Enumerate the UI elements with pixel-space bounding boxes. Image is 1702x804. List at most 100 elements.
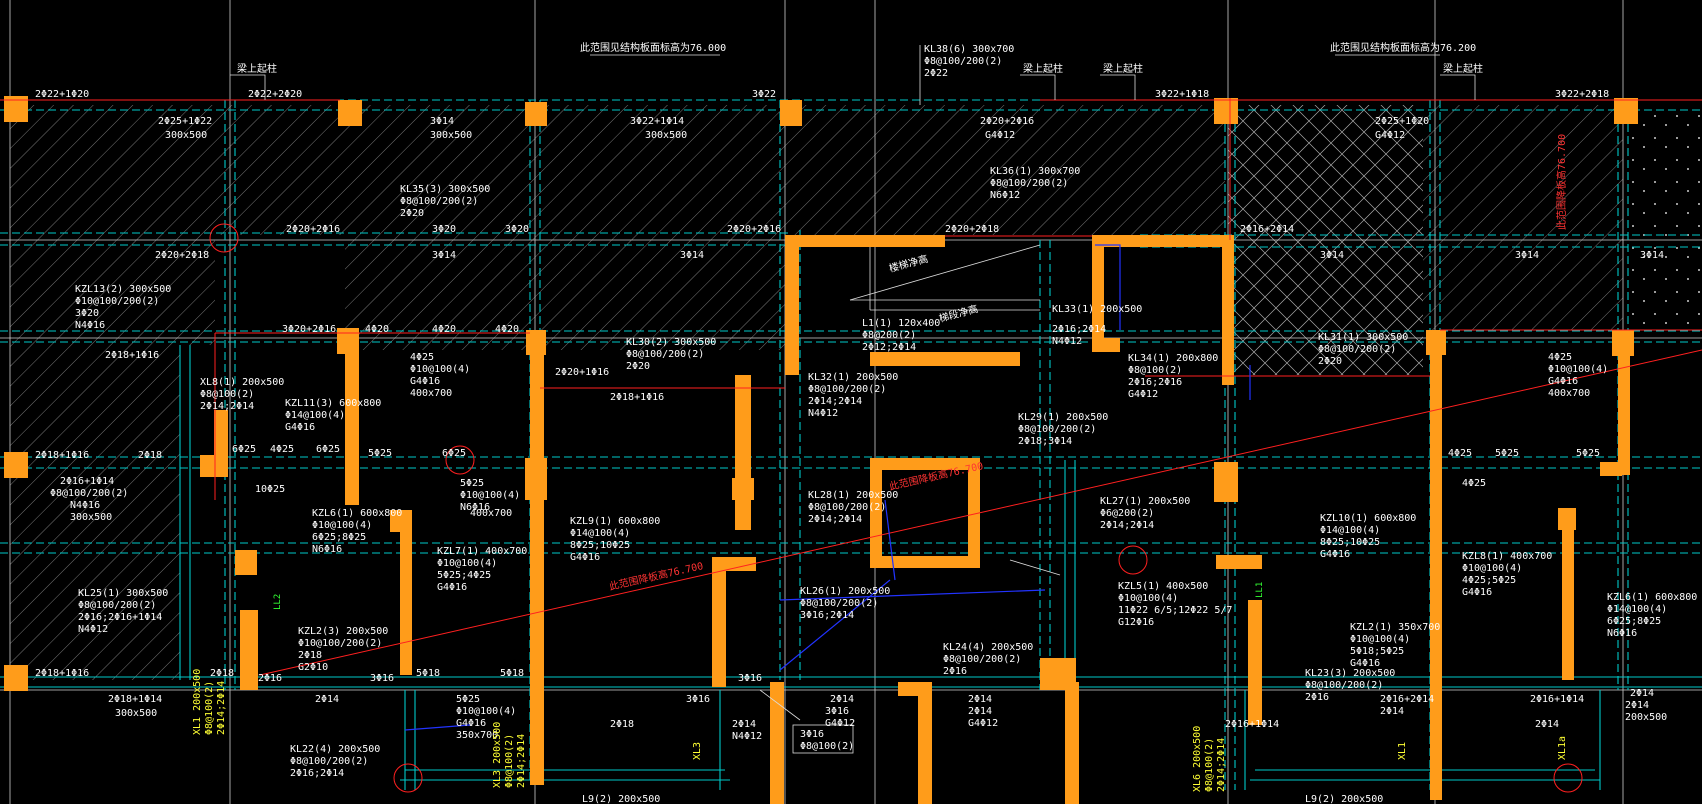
- beam-stirrup-label: G4Φ12: [1375, 130, 1405, 141]
- xl8-stirrup: Φ8@100(2): [200, 389, 254, 400]
- column-stirrup-label: Φ10@100(4): [410, 364, 470, 375]
- column: [1618, 345, 1630, 475]
- kzl11-label: KZL11(3) 600x800: [285, 398, 381, 409]
- beam-n-label: N4Φ16: [70, 500, 100, 511]
- column: [4, 665, 28, 691]
- kl22-label: KL22(4) 200x500: [290, 744, 380, 755]
- column-rebar-label: 6Φ25: [232, 444, 256, 455]
- column: [918, 682, 932, 804]
- beam-size-label: 300x500: [430, 130, 472, 141]
- column-rebar-label: 5Φ25: [460, 478, 484, 489]
- kl34-label: KL34(1) 200x800: [1128, 353, 1218, 364]
- columns: [4, 96, 1638, 804]
- stair-labels: 楼梯净高 梯段净高: [887, 252, 979, 325]
- beam-rebar-label: 2Φ16+1Φ14: [60, 476, 114, 487]
- column: [1600, 462, 1622, 476]
- beam-rebar-label: 2Φ18+1Φ16: [35, 668, 89, 679]
- beam-rebar-label: 2Φ14: [315, 694, 339, 705]
- kzl8-bars: 4Φ25;5Φ25: [1462, 575, 1516, 586]
- kl28-stirrup: Φ8@100/200(2): [808, 502, 886, 513]
- kzl6r-stirrup: Φ14@100(4): [1607, 604, 1667, 615]
- beam-stirrup-label: G4Φ12: [985, 130, 1015, 141]
- kl24-label: KL24(4) 200x500: [943, 642, 1033, 653]
- kzl13-label: KZL13(2) 300x500: [75, 284, 171, 295]
- column-rebar-label: 4Φ25: [410, 352, 434, 363]
- column: [968, 458, 980, 568]
- beam-rebar-label: 3Φ14: [430, 116, 454, 127]
- stair-note: 梯段净高: [937, 302, 979, 325]
- kl26-label: KL26(1) 200x500: [800, 586, 890, 597]
- stair-note: 楼梯净高: [887, 252, 929, 275]
- kl38-bars: 2Φ22: [924, 68, 948, 79]
- beam-rebar-label: 2Φ25+1Φ22: [158, 116, 212, 127]
- detail-lines: [230, 45, 1476, 754]
- axis-bubble: [1118, 545, 1148, 575]
- beam-rebar-label: 2Φ16+1Φ14: [1225, 719, 1279, 730]
- beam-rebar-label: 4Φ20: [495, 324, 519, 335]
- beam-rebar-label: 5Φ18: [500, 668, 524, 679]
- kzl5-bars: 11Φ22 6/5;12Φ22 5/7: [1118, 605, 1232, 616]
- note-box-stirrup: Φ8@100(2): [800, 741, 854, 752]
- beam-stirrup-label: Φ8@100/200(2): [50, 488, 128, 499]
- beam-rebar-label: 2Φ14: [1380, 706, 1404, 717]
- kzl2r-n: G4Φ16: [1350, 658, 1380, 669]
- column: [1614, 98, 1638, 124]
- kzl6r-n: N6Φ16: [1607, 628, 1637, 639]
- column-n-label: G4Φ16: [456, 718, 486, 729]
- kzl6-n: N6Φ16: [312, 544, 342, 555]
- kl25-n: N4Φ12: [78, 624, 108, 635]
- kl22-stirrup: Φ8@100/200(2): [290, 756, 368, 767]
- kl33-label: KL33(1) 200x500: [1052, 304, 1142, 315]
- column: [785, 235, 945, 247]
- beam-size-label: 300x500: [645, 130, 687, 141]
- column: [1214, 462, 1238, 502]
- ll1-label: LL1: [1255, 582, 1265, 598]
- beam-n-label: N4Φ12: [732, 731, 762, 742]
- kl31-bars: 2Φ20: [1318, 356, 1342, 367]
- beam-size-label: 200x500: [1625, 712, 1667, 723]
- kl26-bars: 3Φ16;2Φ14: [800, 610, 854, 621]
- column-n-label: G4Φ16: [1548, 376, 1578, 387]
- beam-rebar-label: 3Φ20: [432, 224, 456, 235]
- column: [1092, 235, 1232, 247]
- slab-hatch-right: [1423, 105, 1623, 330]
- column: [1558, 508, 1576, 530]
- beam-rebar-label: 4Φ20: [432, 324, 456, 335]
- beam-rebar-label: 3Φ22+2Φ18: [1555, 89, 1609, 100]
- l1-bars: 2Φ12;2Φ14: [862, 342, 916, 353]
- column: [870, 458, 980, 470]
- column-rebar-label: 5Φ25: [456, 694, 480, 705]
- red-section-lines: [0, 98, 1702, 793]
- xl1-label: XL1 200x500: [192, 669, 203, 735]
- kzl8-stirrup: Φ10@100(4): [1462, 563, 1522, 574]
- beam-rebar-label: 3Φ16: [825, 706, 849, 717]
- beam-rebar-label: 2Φ22+2Φ20: [248, 89, 302, 100]
- kzl6-bars: 6Φ25;8Φ25: [312, 532, 366, 543]
- kl22-bars: 2Φ16;2Φ14: [290, 768, 344, 779]
- kl25-label: KL25(1) 300x500: [78, 588, 168, 599]
- beam-rebar-label: 4Φ20: [365, 324, 389, 335]
- kl28-label: KL28(1) 200x500: [808, 490, 898, 501]
- kl32-label: KL32(1) 200x500: [808, 372, 898, 383]
- beam-rebar-label: 2Φ20+1Φ16: [555, 367, 609, 378]
- beam-rebar-label: 3Φ22+1Φ14: [630, 116, 684, 127]
- kl32-bars: 2Φ14;2Φ14: [808, 396, 862, 407]
- xl1-bars: 2Φ14;2Φ14: [216, 681, 227, 735]
- beam-rebar-label: 2Φ20+2Φ16: [727, 224, 781, 235]
- kl32-stirrup: Φ8@100/200(2): [808, 384, 886, 395]
- column-rebar-label: 4Φ25: [1548, 352, 1572, 363]
- beam-rebar-label: 3Φ22+1Φ18: [1155, 89, 1209, 100]
- yellow-annotations: XL1 200x500 Φ8@100(2) 2Φ14;2Φ14 XL3 200x…: [192, 669, 1568, 792]
- top-note-right: 此范围见结构板面标高为76.200: [1330, 41, 1476, 54]
- top-note-left: 此范围见结构板面标高为76.000: [580, 41, 726, 54]
- bottom-beam-label: L9(2) 200x500: [582, 794, 660, 804]
- axis-bubble: [1553, 763, 1583, 793]
- column-n-label: G4Φ16: [410, 376, 440, 387]
- column: [525, 458, 547, 500]
- kzl10-n: G4Φ16: [1320, 549, 1350, 560]
- slab-hatch-left-low: [10, 345, 180, 680]
- kl23-bars: 2Φ16: [1305, 692, 1329, 703]
- leader-note: 梁上起柱: [237, 62, 277, 75]
- kl34-stirrup: Φ8@100(2): [1128, 365, 1182, 376]
